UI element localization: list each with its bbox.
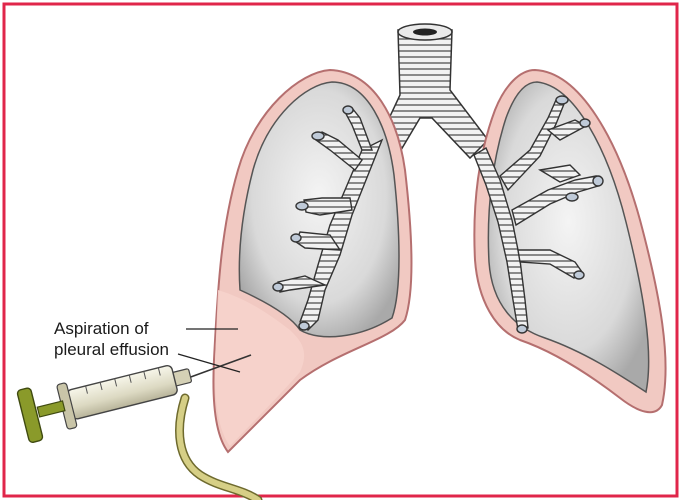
annotation-label: Aspiration of pleural effusion [54,318,169,360]
annotation-line-1: Aspiration of [54,318,169,339]
annotation-line-2: pleural effusion [54,339,169,360]
